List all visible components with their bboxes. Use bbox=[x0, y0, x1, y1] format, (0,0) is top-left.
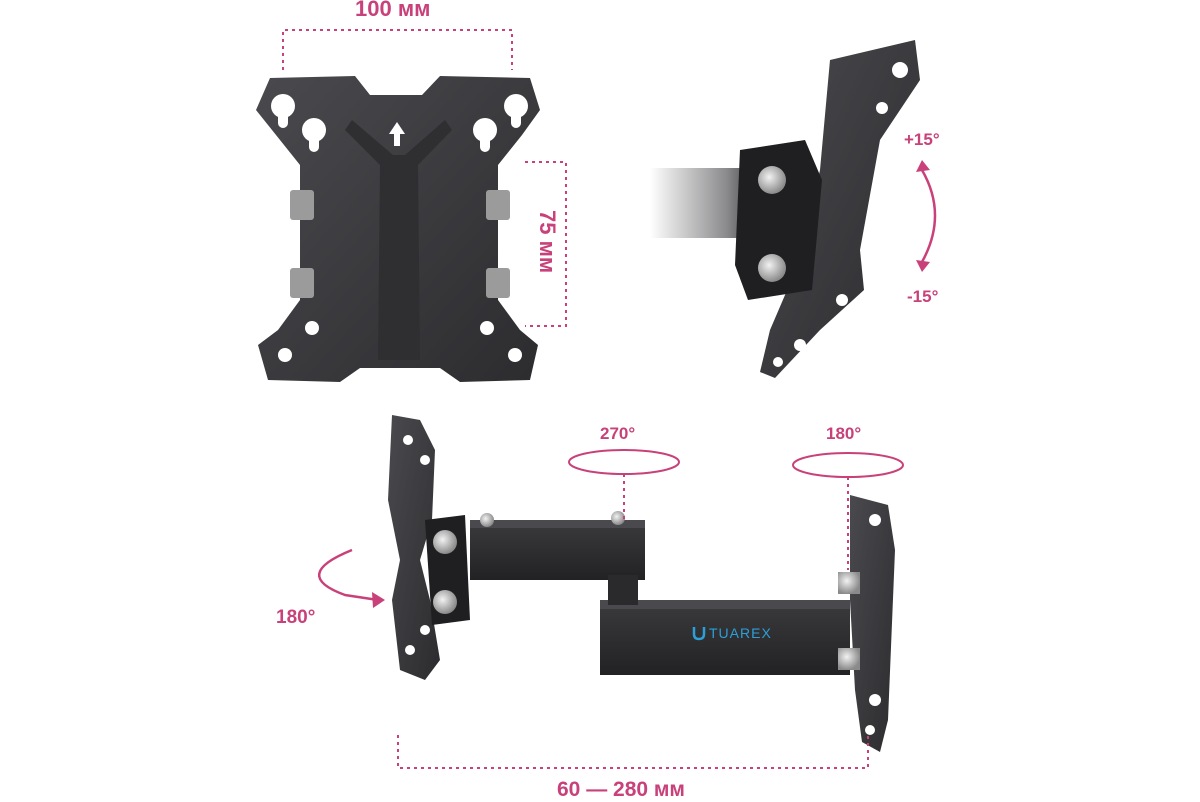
extension-range-label: 60 — 280 мм bbox=[557, 778, 685, 801]
tilt-head-side-view bbox=[650, 40, 937, 378]
tilt-down-label: -15° bbox=[907, 287, 939, 306]
tilt-bolt-bottom bbox=[758, 254, 786, 282]
vesa-plate-front-view bbox=[256, 29, 567, 382]
vesa-width-label: 100 мм bbox=[355, 0, 431, 21]
wall-swivel-label: 180° bbox=[826, 424, 862, 443]
brand-logo: TUAREX bbox=[692, 625, 772, 641]
rotate-arrow-icon bbox=[318, 548, 379, 602]
bracket-bolt-top bbox=[433, 530, 457, 554]
front-arm bbox=[470, 520, 645, 580]
wall-plate bbox=[850, 495, 895, 752]
width-dimension-line bbox=[282, 29, 513, 70]
swivel-arrow-wall-icon bbox=[792, 452, 904, 570]
keyhole-slots bbox=[271, 94, 528, 362]
screen-plate bbox=[388, 415, 440, 680]
height-dimension-line bbox=[525, 161, 567, 327]
rear-arm bbox=[600, 600, 850, 675]
tilt-plate bbox=[760, 40, 920, 378]
screen-rotate-label: 180° bbox=[276, 607, 316, 628]
tilt-arrow-icon bbox=[920, 169, 937, 263]
plate-center-channel bbox=[345, 120, 452, 360]
vesa-height-label: 75 мм bbox=[535, 210, 560, 274]
tilt-up-label: +15° bbox=[904, 130, 940, 149]
plate-bolts bbox=[290, 190, 510, 298]
extension-dimension-line bbox=[397, 735, 869, 769]
up-arrow-icon bbox=[389, 122, 405, 146]
brand-name: TUAREX bbox=[709, 625, 772, 641]
horseshoe-logo-icon bbox=[692, 627, 706, 641]
arm-swivel-label: 270° bbox=[600, 424, 636, 443]
swivel-arrow-arm-icon bbox=[568, 449, 680, 520]
full-mount-view bbox=[318, 415, 904, 769]
tilt-bracket bbox=[735, 140, 822, 300]
tilt-plate-holes bbox=[773, 62, 908, 367]
bracket-bolt-bottom bbox=[433, 590, 457, 614]
tilt-bolt-top bbox=[758, 166, 786, 194]
